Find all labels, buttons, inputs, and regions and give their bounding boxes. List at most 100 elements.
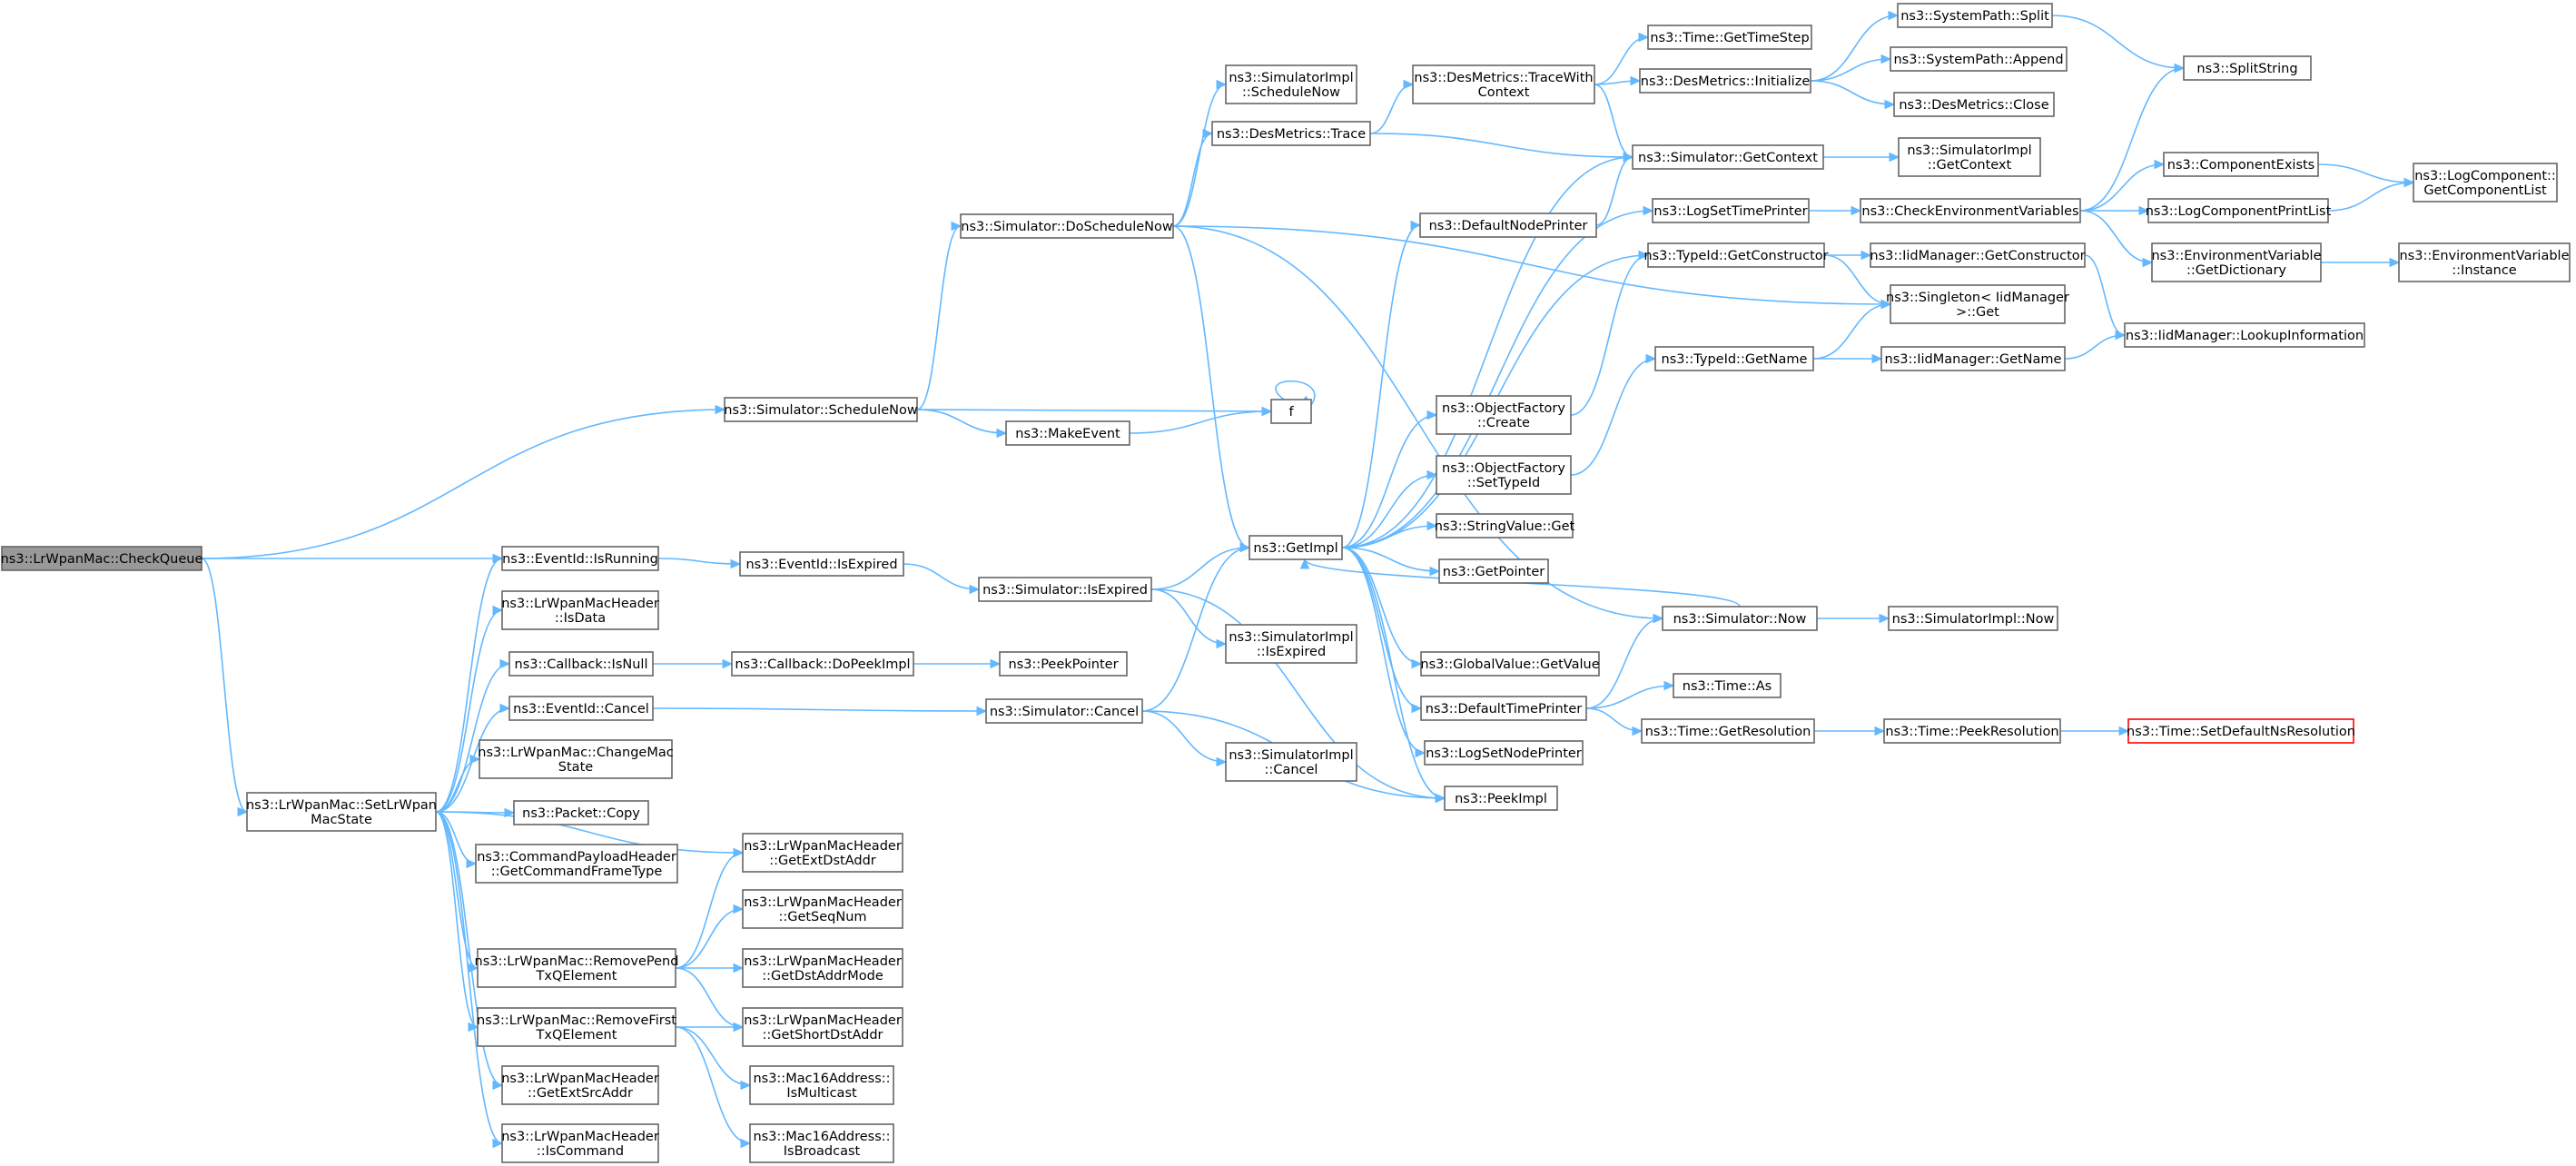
node-label: ::Create: [1477, 416, 1530, 430]
function-node[interactable]: ns3::SystemPath::Split: [1897, 3, 2053, 28]
function-node[interactable]: ns3::Singleton< IidManager >::Get: [1886, 284, 2069, 324]
call-edge: [435, 811, 504, 1091]
node-label: ns3::EventId::Cancel: [513, 702, 649, 716]
function-node[interactable]: ns3::EventId::Cancel: [508, 696, 654, 721]
function-node[interactable]: ns3::LogSetTimePrinter: [1652, 198, 1810, 223]
function-node[interactable]: ns3::EnvironmentVariable::Instance: [2398, 242, 2571, 282]
function-node[interactable]: ns3::IidManager::GetConstructor: [1870, 242, 2086, 268]
edge-line: [1341, 474, 1437, 548]
function-node[interactable]: ns3::ComponentExists: [2163, 152, 2319, 177]
function-node[interactable]: ns3::LrWpanMacHeader::GetExtDstAddr: [742, 833, 903, 873]
function-node[interactable]: ns3::PeekImpl: [1444, 786, 1558, 811]
node-box: [1641, 718, 1815, 744]
function-node[interactable]: ns3::PeekPointer: [999, 651, 1128, 677]
function-node[interactable]: ns3::GetPointer: [1438, 558, 1549, 584]
function-node[interactable]: ns3::IidManager::LookupInformation: [2124, 322, 2365, 348]
function-node[interactable]: ns3::StringValue::Get: [1435, 513, 1575, 539]
function-node[interactable]: ns3::Time::GetResolution: [1641, 718, 1815, 744]
function-node[interactable]: ns3::SimulatorImpl::Now: [1888, 606, 2058, 631]
function-node[interactable]: ns3::Time::PeekResolution: [1883, 718, 2061, 744]
function-node[interactable]: ns3::DesMetrics::Initialize: [1639, 68, 1811, 94]
function-node[interactable]: ns3::Callback::IsNull: [508, 651, 654, 677]
function-node[interactable]: ns3::LrWpanMacHeader::GetSeqNum: [742, 889, 903, 929]
node-label: ::GetCommandFrameType: [491, 865, 663, 879]
function-node[interactable]: ns3::LrWpanMacHeader::IsCommand: [501, 1123, 659, 1163]
function-node[interactable]: ns3::DesMetrics::Trace: [1211, 121, 1371, 146]
function-node[interactable]: ns3::SimulatorImpl::IsExpired: [1225, 624, 1357, 664]
function-node[interactable]: ns3::SplitString: [2183, 55, 2312, 81]
function-node[interactable]: ns3::Simulator::Now: [1662, 606, 1818, 631]
node-box: [1673, 673, 1781, 698]
function-node[interactable]: ns3::SimulatorImpl::ScheduleNow: [1225, 64, 1357, 104]
node-label: ::GetExtDstAddr: [769, 854, 876, 868]
function-node[interactable]: ns3::LrWpanMacHeader::GetExtSrcAddr: [501, 1065, 659, 1105]
function-node[interactable]: ns3::GlobalValue::GetValue: [1420, 651, 1600, 677]
function-node[interactable]: ns3::IidManager::GetName: [1880, 346, 2066, 371]
function-node[interactable]: ns3::GetImpl: [1249, 535, 1343, 560]
function-node[interactable]: ns3::Mac16Address::IsBroadcast: [749, 1123, 894, 1163]
call-edge: [1816, 613, 1890, 624]
function-node[interactable]: ns3::LrWpanMacHeader::IsData: [501, 590, 659, 630]
function-node[interactable]: ns3::LogComponentPrintList: [2146, 198, 2332, 223]
function-node[interactable]: ns3::DefaultTimePrinter: [1420, 696, 1587, 721]
function-node[interactable]: ns3::TypeId::GetName: [1654, 346, 1814, 371]
function-node[interactable]: ns3::EnvironmentVariable::GetDictionary: [2151, 242, 2322, 282]
edge-line: [2079, 210, 2153, 263]
function-node[interactable]: ns3::LogComponent::GetComponentList: [2413, 163, 2558, 203]
function-node[interactable]: ns3::LrWpanMacHeader::GetDstAddrMode: [742, 948, 903, 988]
function-node[interactable]: ns3::Time::SetDefaultNsResolution: [2127, 718, 2355, 744]
function-node[interactable]: ns3::TypeId::GetConstructor: [1643, 242, 1829, 268]
function-node[interactable]: ns3::SimulatorImpl::Cancel: [1225, 742, 1357, 782]
function-node[interactable]: ns3::EventId::IsRunning: [501, 546, 659, 571]
node-box: [1420, 651, 1600, 677]
edge-arrowhead: [2142, 257, 2154, 268]
function-node[interactable]: ns3::EventId::IsExpired: [739, 551, 904, 577]
node-label: ::IsExpired: [1257, 645, 1326, 659]
function-node[interactable]: ns3::CheckEnvironmentVariables: [1860, 198, 2081, 223]
function-node[interactable]: ns3::Simulator::IsExpired: [978, 577, 1152, 602]
function-node[interactable]: f: [1270, 399, 1312, 424]
function-node[interactable]: ns3::ObjectFactory::Create: [1436, 395, 1572, 435]
node-box: [2183, 55, 2312, 81]
function-node[interactable]: ns3::Simulator::ScheduleNow: [724, 397, 918, 422]
function-node[interactable]: ns3::Time::As: [1673, 673, 1781, 698]
function-node[interactable]: ns3::SimulatorImpl::GetContext: [1898, 137, 2041, 177]
call-edge: [2079, 63, 2186, 212]
node-label: ns3::DesMetrics::Trace: [1217, 127, 1366, 142]
node-box: [508, 696, 654, 721]
function-node[interactable]: ns3::Simulator::GetContext: [1632, 144, 1824, 170]
function-node[interactable]: ns3::DefaultNodePrinter: [1419, 212, 1597, 238]
function-node[interactable]: ns3::Simulator::DoScheduleNow: [960, 213, 1174, 239]
function-node[interactable]: ns3::LrWpanMacHeader::GetShortDstAddr: [742, 1007, 903, 1047]
call-edge: [1369, 133, 1634, 163]
edge-line: [1812, 303, 1891, 360]
node-label: ns3::Simulator::GetContext: [1638, 151, 1818, 165]
function-node[interactable]: ns3::Time::GetTimeStep: [1647, 25, 1812, 50]
node-label: ns3::DesMetrics::Initialize: [1641, 74, 1811, 89]
function-node[interactable]: ns3::MakeEvent: [1005, 420, 1130, 446]
function-node[interactable]: ns3::Callback::DoPeekImpl: [731, 651, 914, 677]
node-box: [1897, 3, 2053, 28]
function-node[interactable]: ns3::CommandPayloadHeader::GetCommandFra…: [475, 844, 678, 884]
node-label: ns3::MakeEvent: [1015, 427, 1120, 441]
function-node[interactable]: ns3::LogSetNodePrinter: [1424, 740, 1584, 766]
function-node[interactable]: ns3::Simulator::Cancel: [985, 698, 1143, 724]
function-node[interactable]: ns3::ObjectFactory::SetTypeId: [1436, 455, 1572, 495]
edge-line: [201, 409, 725, 559]
node-label: ns3::GetPointer: [1443, 565, 1545, 579]
node-label: ns3::LrWpanMacHeader: [744, 1013, 902, 1028]
edge-line: [1810, 15, 1899, 82]
node-label: ns3::SystemPath::Append: [1893, 53, 2063, 67]
function-node[interactable]: ns3::Mac16Address::IsMulticast: [749, 1065, 894, 1105]
function-node[interactable]: ns3::SystemPath::Append: [1890, 46, 2068, 72]
node-label: ns3::Simulator::ScheduleNow: [724, 403, 918, 418]
function-node[interactable]: ns3::LrWpanMac::CheckQueue: [1, 546, 203, 571]
function-node[interactable]: ns3::DesMetrics::Close: [1893, 92, 2055, 117]
function-node[interactable]: ns3::Packet::Copy: [513, 800, 649, 825]
edge-line: [1341, 547, 1446, 799]
